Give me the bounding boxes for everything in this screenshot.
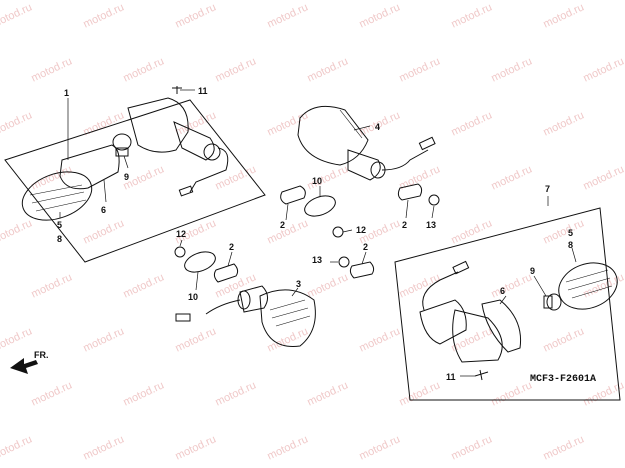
gasket-2-right bbox=[397, 183, 423, 201]
lens-right bbox=[558, 262, 618, 310]
assembly-frame-left bbox=[4, 99, 266, 263]
assembly-frame-right bbox=[394, 207, 621, 401]
turn-signal-3 bbox=[175, 285, 316, 347]
turn-signal-4 bbox=[297, 105, 436, 181]
gasket-2-lower bbox=[213, 263, 239, 283]
callout-13-lower: 13 bbox=[312, 255, 322, 265]
callout-13-upper: 13 bbox=[426, 220, 436, 230]
nut-12-lower bbox=[174, 246, 186, 258]
callout-7: 7 bbox=[545, 184, 550, 194]
front-label: FR. bbox=[34, 350, 49, 360]
callout-12-upper: 12 bbox=[356, 225, 366, 235]
bulb-left bbox=[112, 133, 132, 157]
callout-10-upper: 10 bbox=[312, 176, 322, 186]
callout-2-upper: 2 bbox=[280, 220, 285, 230]
gasket-left bbox=[59, 144, 120, 190]
callout-10-lower: 10 bbox=[188, 292, 198, 302]
screw-11-bottom bbox=[474, 369, 489, 381]
bulb-right bbox=[543, 293, 562, 311]
callout-2-lower-right: 2 bbox=[363, 242, 368, 252]
gasket-2-lower-right bbox=[349, 261, 375, 279]
callout-11-top: 11 bbox=[198, 86, 208, 96]
front-arrow-icon bbox=[10, 358, 38, 374]
housing-left bbox=[127, 97, 229, 197]
nut-13-upper bbox=[428, 194, 440, 206]
callout-9-left: 9 bbox=[124, 172, 129, 182]
nut-13-lower bbox=[338, 256, 350, 268]
gasket-10-upper bbox=[304, 195, 336, 217]
callout-8-right: 8 bbox=[568, 240, 573, 250]
nut-12-upper bbox=[332, 226, 344, 238]
diagram-code: MCF3-F2601A bbox=[530, 374, 597, 385]
callout-8-left: 8 bbox=[57, 234, 62, 244]
callout-5-left: 5 bbox=[57, 220, 62, 230]
callout-6-left: 6 bbox=[101, 205, 106, 215]
gasket-right bbox=[481, 299, 522, 353]
gasket-2-upper bbox=[280, 185, 306, 205]
callout-6-right: 6 bbox=[500, 286, 505, 296]
gasket-10-lower bbox=[184, 251, 216, 273]
lens-left bbox=[21, 171, 93, 221]
callout-12-lower: 12 bbox=[176, 229, 186, 239]
callout-9-right: 9 bbox=[530, 266, 535, 276]
callout-3: 3 bbox=[296, 279, 301, 289]
housing-right bbox=[419, 260, 503, 363]
callout-2-right: 2 bbox=[402, 220, 407, 230]
callout-4: 4 bbox=[375, 122, 380, 132]
callout-11-bottom: 11 bbox=[446, 372, 456, 382]
callout-2-lower: 2 bbox=[229, 242, 234, 252]
screw-11-top bbox=[172, 86, 182, 94]
callout-5-right: 5 bbox=[568, 228, 573, 238]
callout-1: 1 bbox=[64, 88, 69, 98]
